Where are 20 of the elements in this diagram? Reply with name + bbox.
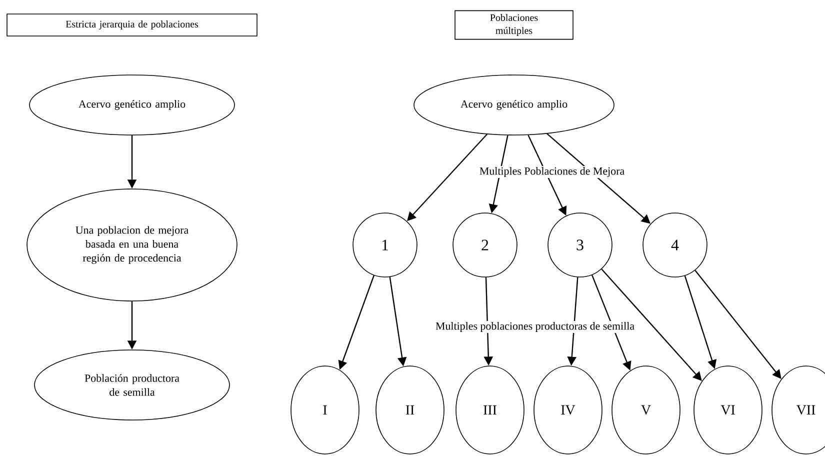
arrow [601,268,702,381]
ellipse-node: Población productora de semilla [34,350,230,420]
ellipse-node: Acervo genético amplio [414,74,614,136]
ellipse-node: V [612,366,680,454]
title-box: Poblaciones múltiples [454,10,574,40]
ellipse-node: IV [534,366,602,454]
title-box: Estricta jerarquia de poblaciones [6,14,258,36]
ellipse-node: Acervo genético amplio [29,74,235,136]
arrow [694,270,782,379]
group-label: Multiples Poblaciones de Mejora [478,166,626,178]
circle-node: 2 [452,212,518,278]
ellipse-node: I [290,366,360,454]
ellipse-node: II [376,366,444,454]
ellipse-node: Una poblacion de mejora basada en una buena región de procedencia [26,188,238,302]
circle-node: 4 [642,212,708,278]
circle-node: 1 [352,212,418,278]
ellipse-node: III [456,366,524,454]
circle-node: 3 [548,212,612,278]
group-label: Multiples poblaciones productoras de semilla [434,321,636,333]
ellipse-node: VI [694,366,762,454]
